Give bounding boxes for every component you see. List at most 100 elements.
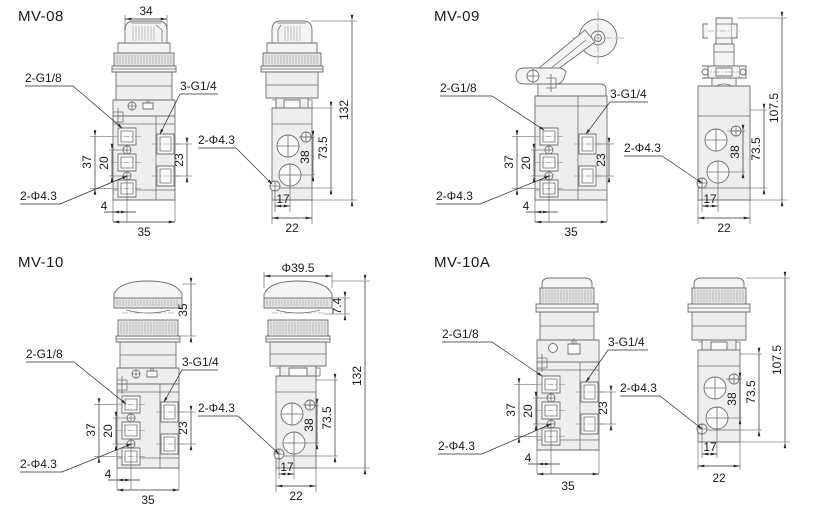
dim-17: 17 [276,192,290,206]
mv09-leader-hole: 2-Φ4.3 [436,175,550,205]
dim-22: 22 [712,471,726,485]
dim-73-5: 73.5 [744,380,758,404]
mv08-dim-34: 34 [124,4,168,30]
dim-7-4: 7.4 [330,297,344,314]
mv10-dim-17-22: 17 22 [275,454,317,503]
dim-38: 38 [725,392,739,406]
drawing-mv-09: 37 20 23 4 35 [436,11,787,239]
mv09-side-ports [696,125,742,189]
mv10-dim-132: 132 [316,274,370,475]
panel-title-mv-10: MV-10 [18,254,64,271]
drawing-mv-10a: 37 20 23 4 35 [438,271,790,493]
dim-20: 20 [101,424,115,438]
panel-title-mv-10a: MV-10A [434,254,491,271]
dim-4: 4 [101,199,108,213]
panel-title-mv-08: MV-08 [18,8,64,25]
label-hole: 2-Φ4.3 [20,457,57,471]
mv09-right-ports [574,133,602,187]
mv08-leader-g18: 2-G1/8 [25,71,123,129]
mv10a-leader-hole: 2-Φ4.3 [438,423,552,455]
mv10-dim-735: 73.5 [316,373,338,463]
mv10a-front-view: 37 20 23 4 35 [438,277,648,493]
dim-38: 38 [302,418,316,432]
mv08-dim-17-22: 17 22 [271,178,313,235]
mv10a-right-ports [576,381,604,435]
mv09-dim-1075: 107.5 [737,11,787,207]
dim-73-5: 73.5 [316,136,330,160]
dim-17: 17 [280,460,294,474]
mv08-dim-20: 20 [97,143,123,183]
mv08-right-ports [152,133,180,187]
dim-22: 22 [717,221,731,235]
mv10a-side-view: 107.5 73.5 38 17 22 [620,271,790,485]
mv10a-left-ports [536,375,566,446]
mv10a-side-leader-hole: 2-Φ4.3 [620,381,703,430]
panel-mv-10a: MV-10A [420,248,829,513]
mv10a-dim-17-22: 17 22 [697,429,741,485]
dim-73-5: 73.5 [320,406,334,430]
mv08-side-leader-hole: 2-Φ4.3 [198,133,273,185]
panel-mv-10: MV-10 [0,248,420,513]
mv09-dim-38: 38 [727,124,745,179]
dim-17: 17 [703,440,717,454]
mv10-side-ports [273,399,316,460]
mv10-dim-74: 7.4 [324,291,350,321]
dim-37: 37 [504,403,518,417]
mv09-dim-23: 23 [594,137,614,183]
mv09-dim-37: 37 [502,130,534,195]
mv10-dim-knob-35: 35 [176,277,196,343]
mv09-side-view: 107.5 73.5 38 17 22 [624,11,787,235]
mv08-front-view: 34 37 20 23 [20,4,218,239]
label-3-g14: 3-G1/4 [182,355,219,369]
dim-22: 22 [285,221,299,235]
label-side-hole: 2-Φ4.3 [624,141,661,155]
dim-23: 23 [172,153,186,167]
mv09-dim-4-35: 4 35 [523,176,608,239]
dim-35: 35 [141,493,155,507]
mv09-front-view: 37 20 23 4 35 [436,12,648,239]
mv10-leader-g18: 2-G1/8 [26,347,127,405]
dim-20: 20 [97,156,111,170]
label-hole: 2-Φ4.3 [20,189,57,203]
mv08-leader-hole: 2-Φ4.3 [20,175,128,205]
dim-107-5: 107.5 [770,345,784,375]
label-2-g18: 2-G1/8 [440,81,477,95]
mv10-side-view: Φ39.5 7.4 132 73.5 [198,261,370,503]
label-hole: 2-Φ4.3 [436,189,473,203]
dim-23: 23 [594,153,608,167]
mv10a-dim-37: 37 [504,378,536,443]
dim-37: 37 [80,155,94,169]
panel-title-mv-09: MV-09 [434,8,480,25]
drawing-mv-10: 35 37 20 23 [20,261,370,507]
dim-73-5: 73.5 [749,137,763,161]
label-2-g18: 2-G1/8 [442,327,479,341]
dim-dia-39-5: Φ39.5 [282,261,315,275]
mv09-dim-735: 73.5 [749,103,767,195]
mv08-dim-735: 73.5 [312,101,334,195]
dim-20: 20 [519,156,533,170]
mv10a-dim-38: 38 [725,372,742,425]
mv09-dim-20: 20 [519,143,545,183]
mv10-leader-hole: 2-Φ4.3 [20,443,132,473]
dim-knob-35: 35 [176,303,190,317]
dim-38: 38 [728,145,742,159]
mv08-dim-37: 37 [80,130,112,195]
dim-4: 4 [523,199,530,213]
mv10a-leader-g14: 3-G1/4 [585,335,648,383]
label-side-hole: 2-Φ4.3 [198,401,235,415]
label-3-g14: 3-G1/4 [180,79,217,93]
label-side-hole: 2-Φ4.3 [198,133,235,147]
label-side-hole: 2-Φ4.3 [620,381,657,395]
mv10a-dim-4-35: 4 35 [525,424,600,493]
mv09-side-leader-hole: 2-Φ4.3 [624,141,703,184]
mv08-side-ports [269,131,312,192]
mv09-leader-g18: 2-G1/8 [440,81,545,131]
panel-mv-09: MV-09 [420,0,829,248]
mv10-side-leader-hole: 2-Φ4.3 [198,401,280,455]
dim-37: 37 [502,155,516,169]
dim-4: 4 [105,467,112,481]
label-3-g14: 3-G1/4 [608,335,645,349]
panel-mv-08: MV-08 [0,0,420,248]
mv10-front-view: 35 37 20 23 [20,277,219,507]
